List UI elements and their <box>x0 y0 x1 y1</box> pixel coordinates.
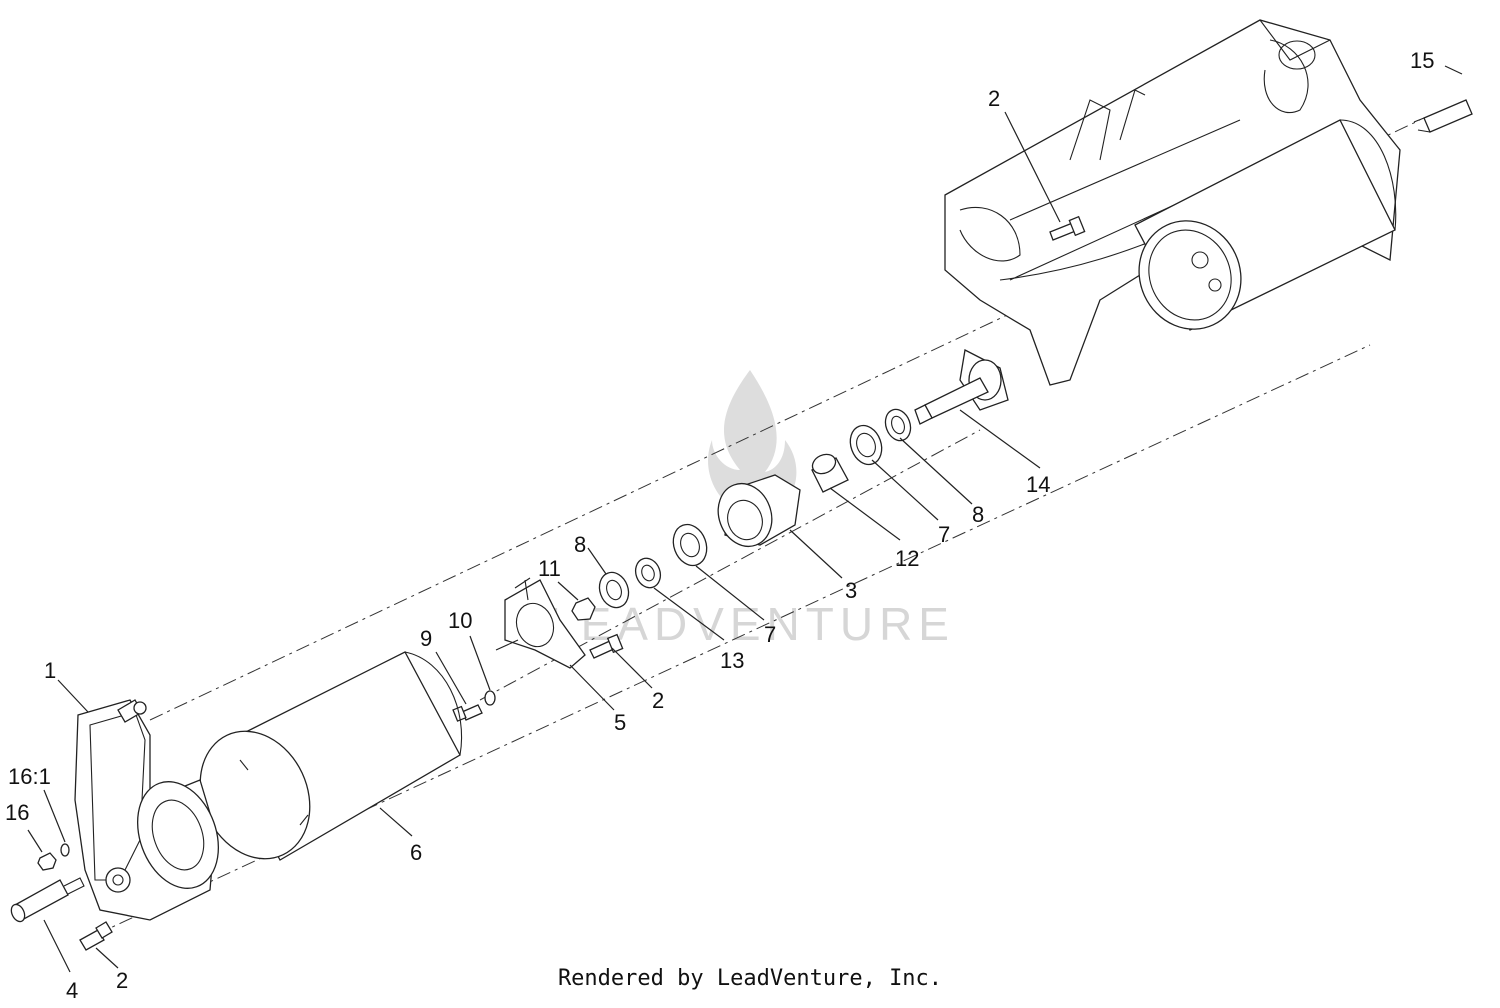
part-5-bracket <box>495 577 586 669</box>
part-8-washer-right <box>884 408 912 442</box>
label-part-14: 14 <box>1026 472 1050 497</box>
label-part-3: 3 <box>845 578 857 603</box>
part-3-hub <box>717 474 801 548</box>
part-7-bearing-left <box>672 523 708 567</box>
part-13-bearing <box>634 557 662 589</box>
part-10-washer <box>484 690 496 706</box>
label-part-15: 15 <box>1410 48 1434 73</box>
upper-right-assembly <box>944 19 1401 386</box>
label-part-7-left: 7 <box>764 622 776 647</box>
part-2-bolt-lower <box>79 921 113 951</box>
part-1-gearbox <box>74 699 220 921</box>
part-11-nut <box>571 597 596 621</box>
label-part-10: 10 <box>448 608 472 633</box>
part-16-nut <box>37 852 57 871</box>
part-8-washer-left <box>598 571 630 609</box>
label-part-6: 6 <box>410 840 422 865</box>
label-part-13: 13 <box>720 648 744 673</box>
part-labels: 1 2 2 2 3 4 5 6 7 7 8 8 9 10 11 12 13 14… <box>5 48 1434 1003</box>
part-4-pin <box>10 877 85 923</box>
label-part-4: 4 <box>66 978 78 1003</box>
footer-credit: Rendered by LeadVenture, Inc. <box>557 966 943 991</box>
part-14-shaft-flange <box>914 349 1009 425</box>
leader-lines <box>27 65 1463 973</box>
part-15-pin <box>1413 99 1473 133</box>
label-part-8-left: 8 <box>574 532 586 557</box>
part-12-spacer <box>811 453 849 493</box>
part-16-1-washer <box>60 843 70 857</box>
label-part-16: 16 <box>5 800 29 825</box>
label-part-11: 11 <box>538 556 561 581</box>
label-part-2-middle: 2 <box>652 688 664 713</box>
label-part-2-upper: 2 <box>988 86 1000 111</box>
part-6-cylinder <box>199 651 463 861</box>
label-part-8-right: 8 <box>972 502 984 527</box>
label-part-9: 9 <box>420 626 432 651</box>
label-part-7-right: 7 <box>938 522 950 547</box>
part-7-bearing-right <box>849 424 883 466</box>
label-part-12: 12 <box>895 546 919 571</box>
part-2-bolt-middle <box>589 633 624 659</box>
label-part-16-1: 16:1 <box>8 764 51 789</box>
label-part-1: 1 <box>44 658 56 683</box>
label-part-2-lower: 2 <box>116 968 128 993</box>
label-part-5: 5 <box>614 710 626 735</box>
